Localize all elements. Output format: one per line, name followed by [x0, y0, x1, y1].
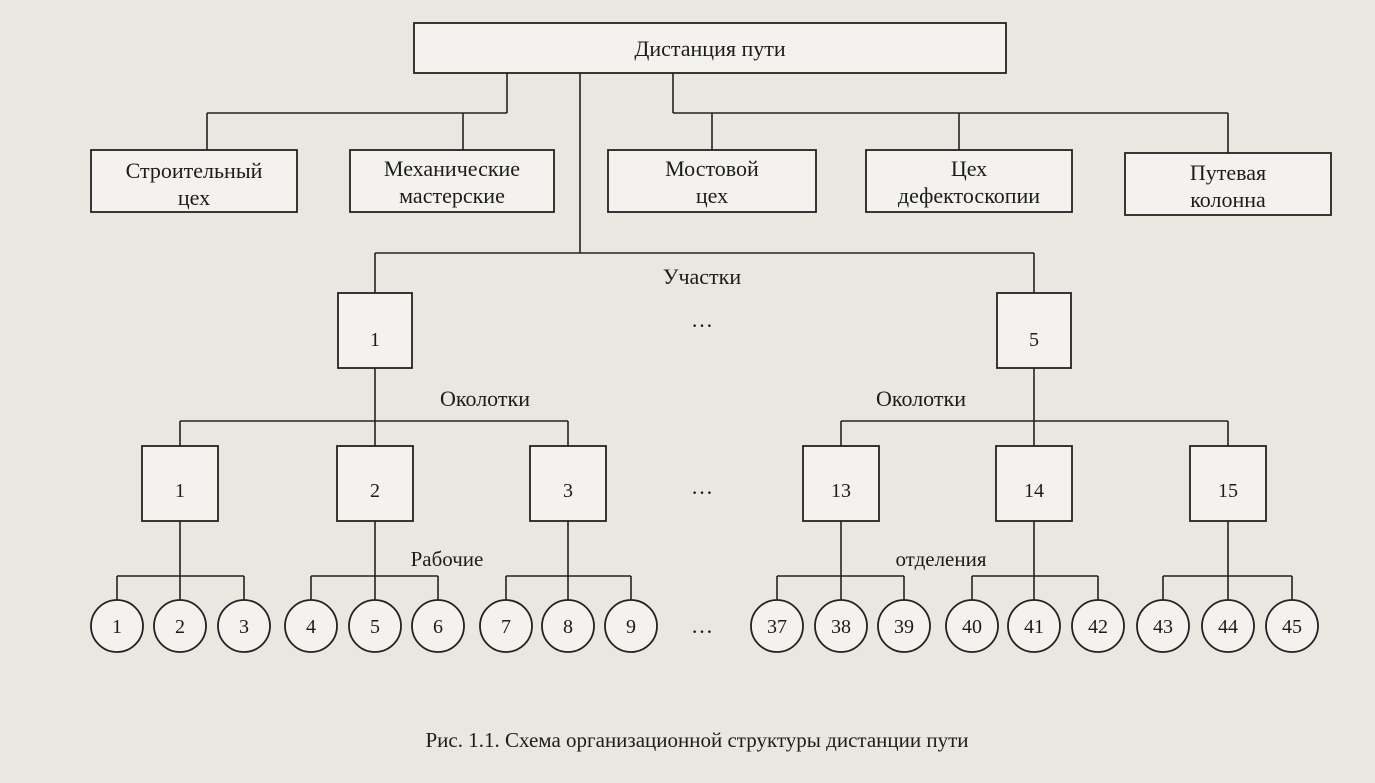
- workers-ellipsis: …: [691, 613, 713, 638]
- unit-label-line1: Путевая: [1190, 160, 1266, 185]
- worker-node-38: 38: [814, 599, 868, 653]
- connector-lines: [116, 73, 1293, 600]
- section-node-5: 5: [996, 292, 1072, 369]
- okolotok-node-3: 3: [529, 445, 607, 522]
- root-label: Дистанция пути: [634, 36, 786, 61]
- worker-label: 2: [175, 616, 185, 638]
- worker-node-8: 8: [541, 599, 595, 653]
- worker-nodes: 1 2 3 4 5 6 7 8 9 … 37 38 39 40 41 42 43…: [90, 599, 1319, 653]
- worker-node-42: 42: [1071, 599, 1125, 653]
- okolotok-label: 13: [831, 480, 851, 502]
- worker-label: 38: [831, 616, 851, 638]
- unit-label-line2: цех: [696, 183, 728, 208]
- figure-caption: Рис. 1.1. Схема организационной структур…: [426, 728, 969, 752]
- section-label: 5: [1029, 329, 1039, 351]
- worker-label: 42: [1088, 616, 1108, 638]
- worker-node-39: 39: [877, 599, 931, 653]
- unit-node-construction: Строительный цех: [90, 149, 298, 213]
- worker-label: 41: [1024, 616, 1044, 638]
- okolotok-node-1: 1: [141, 445, 219, 522]
- unit-node-bridge: Мостовой цех: [607, 149, 817, 213]
- okolotok-label: 15: [1218, 480, 1238, 502]
- worker-node-45: 45: [1265, 599, 1319, 653]
- unit-node-mechanical: Механические мастерские: [349, 149, 555, 213]
- okolotok-label: 14: [1024, 480, 1044, 502]
- worker-node-40: 40: [945, 599, 999, 653]
- unit-label-line2: цех: [178, 185, 210, 210]
- okolotok-label: 2: [370, 480, 380, 502]
- worker-node-1: 1: [90, 599, 144, 653]
- okolotok-label: 3: [563, 480, 573, 502]
- unit-node-defectoscopy: Цех дефектоскопии: [865, 149, 1073, 213]
- worker-label: 8: [563, 616, 573, 638]
- worker-label: 45: [1282, 616, 1302, 638]
- unit-label-line1: Мостовой: [665, 156, 759, 181]
- okolotki-ellipsis: …: [691, 474, 713, 499]
- worker-label: 7: [501, 616, 511, 638]
- worker-label: 44: [1218, 616, 1238, 638]
- worker-node-9: 9: [604, 599, 658, 653]
- root-node: Дистанция пути: [413, 22, 1007, 74]
- worker-label: 4: [306, 616, 316, 638]
- sections-ellipsis: …: [691, 307, 713, 332]
- workers-label-part2: отделения: [895, 547, 986, 571]
- worker-label: 40: [962, 616, 982, 638]
- unit-label-line2: мастерские: [399, 183, 505, 208]
- okolotok-label: 1: [175, 480, 185, 502]
- worker-node-7: 7: [479, 599, 533, 653]
- worker-label: 43: [1153, 616, 1173, 638]
- workers-label-part1: Рабочие: [411, 547, 484, 571]
- worker-node-3: 3: [217, 599, 271, 653]
- worker-node-4: 4: [284, 599, 338, 653]
- okolotok-node-2: 2: [336, 445, 414, 522]
- unit-label-line2: дефектоскопии: [898, 183, 1040, 208]
- worker-node-6: 6: [411, 599, 465, 653]
- unit-label-line1: Строительный: [126, 158, 263, 183]
- unit-label-line1: Механические: [384, 156, 520, 181]
- section-label: 1: [370, 329, 380, 351]
- unit-label-line1: Цех: [951, 156, 987, 181]
- worker-label: 39: [894, 616, 914, 638]
- worker-label: 9: [626, 616, 636, 638]
- sections-label: Участки: [663, 264, 741, 289]
- unit-node-track-column: Путевая колонна: [1124, 152, 1332, 216]
- okolotok-node-13: 13: [802, 445, 880, 522]
- okolotki-label-left: Околотки: [440, 386, 530, 411]
- worker-node-2: 2: [153, 599, 207, 653]
- unit-label-line2: колонна: [1190, 187, 1266, 212]
- okolotki-label-right: Околотки: [876, 386, 966, 411]
- worker-label: 1: [112, 616, 122, 638]
- worker-node-5: 5: [348, 599, 402, 653]
- worker-node-37: 37: [750, 599, 804, 653]
- worker-label: 5: [370, 616, 380, 638]
- worker-label: 3: [239, 616, 249, 638]
- okolotok-node-15: 15: [1189, 445, 1267, 522]
- worker-node-44: 44: [1201, 599, 1255, 653]
- worker-label: 37: [767, 616, 787, 638]
- section-node-1: 1: [337, 292, 413, 369]
- worker-label: 6: [433, 616, 443, 638]
- okolotok-node-14: 14: [995, 445, 1073, 522]
- worker-node-43: 43: [1136, 599, 1190, 653]
- worker-node-41: 41: [1007, 599, 1061, 653]
